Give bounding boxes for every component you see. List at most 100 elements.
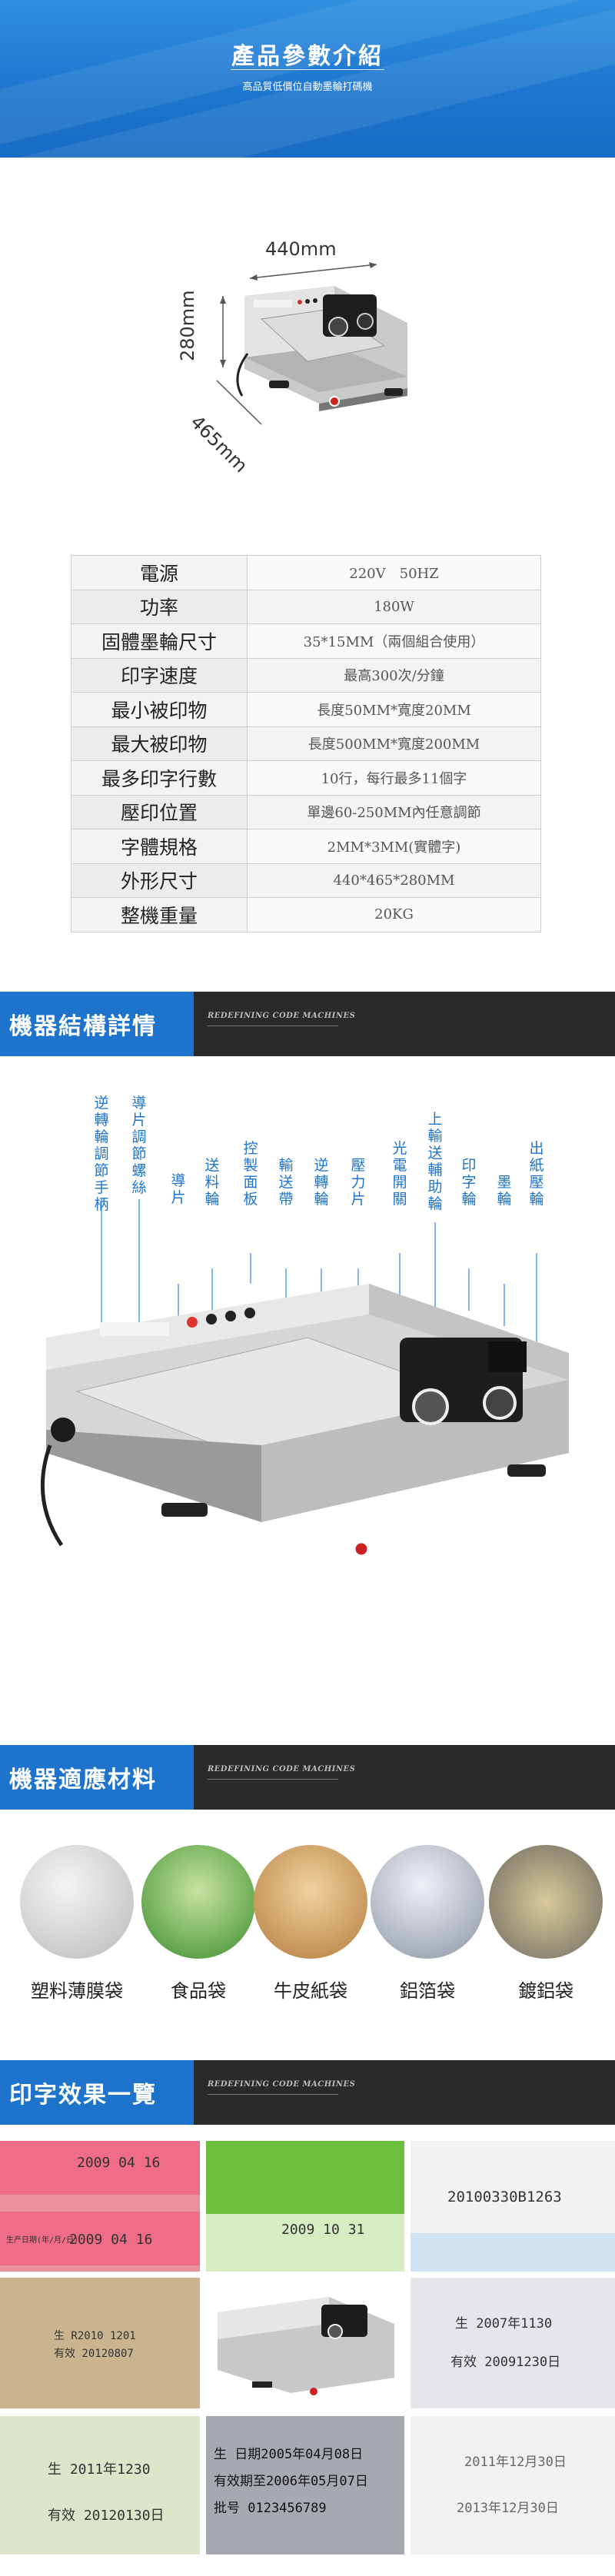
spec-value: 單邊60-250MM內任意調節: [247, 794, 541, 829]
spec-value: 220V 50HZ: [247, 555, 541, 590]
spec-label: 固體墨輪尺寸: [71, 623, 248, 659]
spec-value: 長度500MM*寬度200MM: [247, 726, 541, 761]
section-title-box: 印字效果一覽: [0, 2060, 194, 2125]
sample-text: 2013年12月30日: [457, 2501, 559, 2516]
title-divider: [231, 69, 384, 70]
part-label: 逆轉輪調節手柄: [94, 1095, 109, 1213]
material-label: 鋁箔袋: [400, 1980, 455, 2002]
spec-row: 壓印位置單邊60-250MM內任意調節: [71, 794, 541, 829]
material-image-foil-bag: [371, 1845, 484, 1959]
part-label: 輸送帶: [278, 1157, 294, 1208]
sample-tile: 生 2011年1230 有效 20120130日: [0, 2416, 200, 2554]
spec-value: 10行，每行最多11個字: [247, 760, 541, 796]
part-label: 印字輪: [461, 1157, 477, 1208]
spec-value: 2MM*3MM(實體字): [247, 829, 541, 864]
spec-label: 壓印位置: [71, 794, 248, 829]
material-label: 鍍鋁袋: [518, 1980, 573, 2002]
material-image-kraft-bag: [254, 1845, 367, 1959]
sample-text: 生 R2010 1201: [54, 2330, 136, 2342]
sample-text: 2009 04 16: [77, 2155, 161, 2171]
material-label: 塑料薄膜袋: [31, 1980, 123, 2002]
spec-value: 35*15MM（兩個組合使用）: [247, 623, 541, 659]
sample-tile: 2009 10 31: [206, 2141, 404, 2272]
tagline-divider: [208, 1779, 338, 1780]
spec-label: 外形尺寸: [71, 863, 248, 898]
section-bar-materials: 機器適應材料 REDEFINING CODE MACHINES: [0, 1745, 615, 1810]
spec-row: 印字速度最高300次/分鐘: [71, 657, 541, 693]
section-title-box: 機器適應材料: [0, 1745, 194, 1810]
material-image-plastic-film: [20, 1845, 134, 1959]
section-title: 機器適應材料: [9, 1767, 157, 1793]
material-label: 食品袋: [171, 1980, 226, 2002]
section-bar-structure: 機器結構詳情 REDEFINING CODE MACHINES: [0, 992, 615, 1056]
section-title: 印字效果一覽: [9, 2082, 157, 2109]
spec-label: 最大被印物: [71, 726, 248, 761]
part-label: 壓力片: [351, 1157, 366, 1208]
sample-tile: 2011年12月30日 2013年12月30日: [411, 2416, 615, 2554]
part-label: 墨輪: [497, 1174, 512, 1208]
machine-thumbnail: [218, 2297, 394, 2395]
spec-label: 最小被印物: [71, 692, 248, 727]
spec-value: 180W: [247, 589, 541, 624]
sample-text: 20100330B1263: [447, 2189, 562, 2205]
spec-label: 功率: [71, 589, 248, 624]
sample-text: 有效期至2006年05月07日: [214, 2474, 368, 2489]
part-label: 控製面板: [243, 1140, 258, 1208]
header-banner: 產品參數介紹 高品質低價位自動墨輪打碼機: [0, 0, 615, 158]
spec-row: 最小被印物長度50MM*寬度20MM: [71, 692, 541, 727]
sample-text: 2009 10 31: [281, 2222, 365, 2238]
spec-label: 整機重量: [71, 897, 248, 932]
section-title-box: 機器結構詳情: [0, 992, 194, 1056]
sample-tile-machine: [206, 2278, 404, 2408]
spec-value: 最高300次/分鐘: [247, 657, 541, 693]
spec-label: 最多印字行數: [71, 760, 248, 796]
machine-structure-illustration: [40, 1199, 569, 1557]
spec-label: 印字速度: [71, 657, 248, 693]
tagline-divider: [208, 1025, 338, 1026]
section-tagline: REDEFINING CODE MACHINES: [208, 1012, 356, 1020]
material-image-food-bag: [141, 1845, 255, 1959]
spec-value: 20KG: [247, 897, 541, 932]
section-title: 機器結構詳情: [9, 1013, 157, 1040]
sample-tile: 生 2007年1130 有效 20091230日: [411, 2278, 615, 2408]
spec-row: 最大被印物長度500MM*寬度200MM: [71, 726, 541, 761]
sample-text: 2011年12月30日: [464, 2455, 567, 2470]
spec-value: 440*465*280MM: [247, 863, 541, 898]
sample-text: 有效 20120807: [54, 2348, 134, 2360]
spec-label: 電源: [71, 555, 248, 590]
dim-width: 440mm: [265, 238, 337, 260]
sample-tile: 20100330B1263: [411, 2141, 615, 2272]
sample-text: 生产日期(年/月/日): [6, 2236, 79, 2245]
sample-tile: 2009 04 16 2009 04 16 生产日期(年/月/日): [0, 2141, 200, 2272]
section-tagline: REDEFINING CODE MACHINES: [208, 1765, 356, 1773]
spec-label: 字體規格: [71, 829, 248, 864]
page-subtitle: 高品質低價位自動墨輪打碼機: [242, 81, 373, 93]
spec-value: 長度50MM*寬度20MM: [247, 692, 541, 727]
section-tagline: REDEFINING CODE MACHINES: [208, 2080, 356, 2089]
tagline-divider: [208, 2094, 338, 2095]
sample-text: 生 2007年1130: [455, 2316, 553, 2332]
part-label: 導片: [171, 1172, 186, 1206]
sample-text: 2009 04 16: [69, 2232, 153, 2248]
part-label: 上輸送輔助輪: [427, 1111, 443, 1212]
sample-text: 有效 20120130日: [48, 2508, 165, 2524]
machine-dimensions-illustration: [216, 262, 407, 425]
sample-text: 生 日期2005年04月08日: [214, 2447, 364, 2462]
sample-text: 批号 0123456789: [214, 2501, 327, 2516]
material-image-metallized-bag: [489, 1845, 603, 1959]
page-title: 產品參數介紹: [231, 43, 384, 70]
material-label: 牛皮紙袋: [274, 1980, 347, 2002]
sample-text: 生 2011年1230: [48, 2461, 151, 2478]
dim-height: 280mm: [177, 290, 198, 361]
sample-tile: 生 日期2005年04月08日 有效期至2006年05月07日 批号 01234…: [206, 2416, 404, 2554]
part-label: 導片調節螺絲: [131, 1095, 147, 1196]
section-bar-samples: 印字效果一覽 REDEFINING CODE MACHINES: [0, 2060, 615, 2125]
part-label: 送料輪: [204, 1157, 220, 1208]
